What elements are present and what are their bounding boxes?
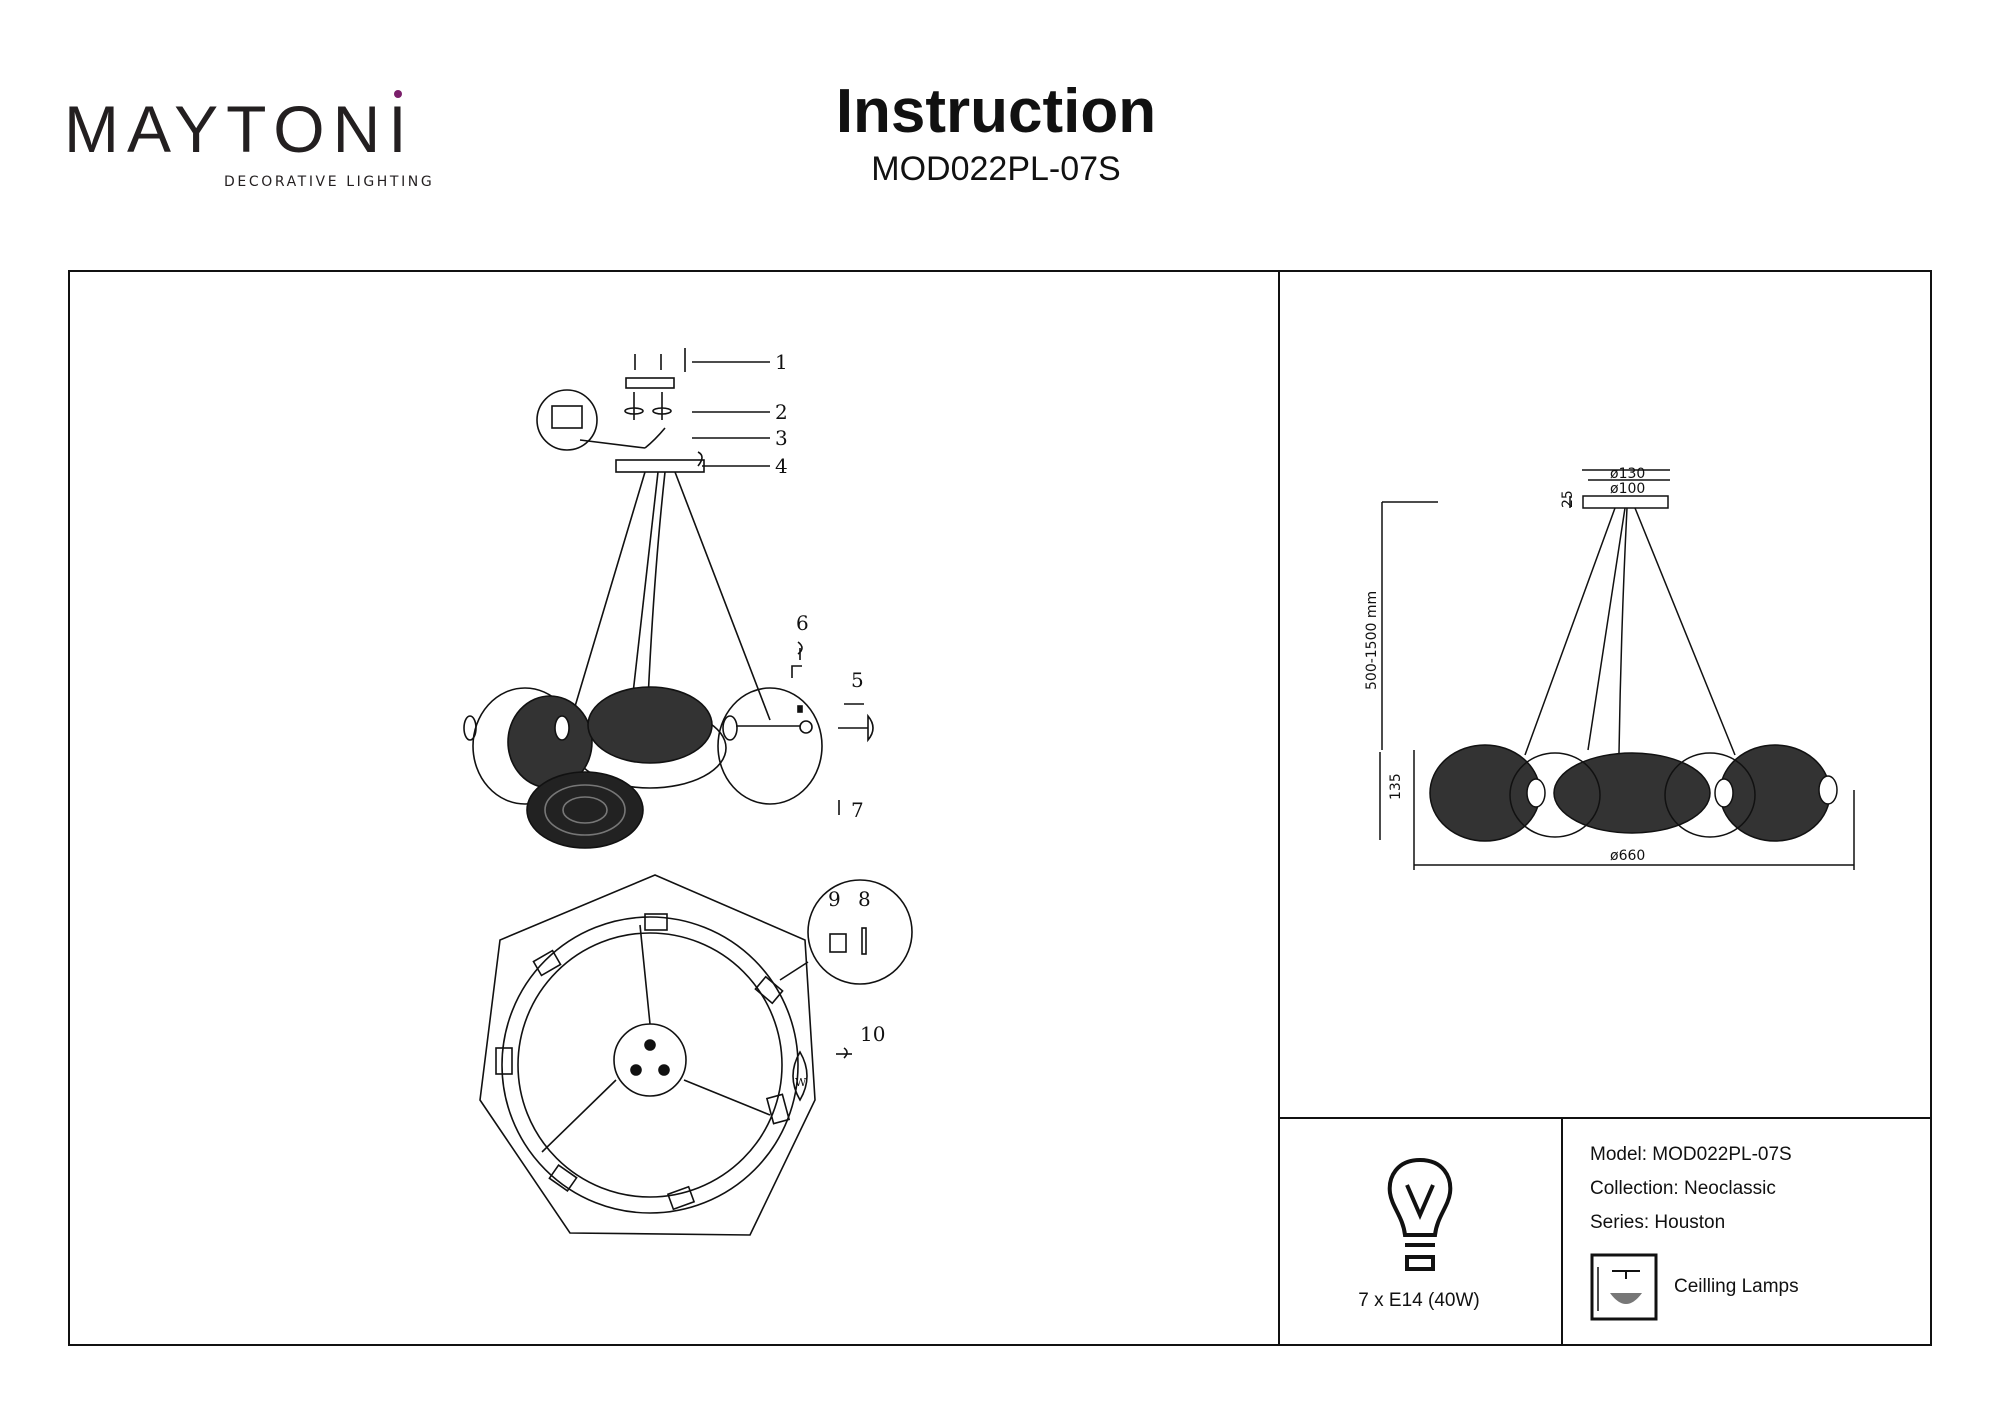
spec-collection: Collection: Neoclassic <box>1590 1178 1776 1199</box>
dim-body-diameter: ø660 <box>1610 848 1645 864</box>
part-label-8: 8 <box>858 887 871 911</box>
part-label-9: 9 <box>828 887 841 911</box>
light-bulb-icon <box>1387 1157 1453 1271</box>
dim-canopy-inner: ø100 <box>1610 481 1645 497</box>
page-header: Instruction MOD022PL-07S <box>0 77 2000 189</box>
dim-canopy-height: 25 <box>1560 490 1576 508</box>
spec-series: Series: Houston <box>1590 1212 1726 1233</box>
bulb-wattage-mark: W <box>795 1076 807 1089</box>
spec-divider-vertical <box>1561 1117 1563 1346</box>
part-label-5: 5 <box>851 668 864 692</box>
detail-inset <box>779 879 913 985</box>
frame-divider-vertical <box>1278 270 1280 1346</box>
part-label-1: 1 <box>775 350 788 374</box>
mounting-bracket-icon <box>625 377 770 413</box>
bulb-part-icon <box>792 1047 852 1102</box>
brand-logo: MAYTONI DECORATIVE LIGHTING <box>64 96 434 190</box>
bulb-spec-text: 7 x E14 (40W) <box>1358 1290 1480 1311</box>
canopy-icon <box>615 451 770 473</box>
bottom-view-diagram <box>479 874 816 1236</box>
lamp-body <box>463 686 823 805</box>
shade-part-icon <box>526 771 840 849</box>
brand-tagline: DECORATIVE LIGHTING <box>224 174 435 190</box>
screw-icon <box>634 348 770 372</box>
bolt-icon <box>624 392 672 420</box>
part-label-2: 2 <box>775 400 788 424</box>
dim-body-height: 135 <box>1388 773 1404 800</box>
ceiling-lamp-icon <box>1590 1253 1658 1321</box>
logo-accent-dot <box>394 90 402 98</box>
assembly-diagram: 1 2 3 4 5 6 7 8 9 10 W <box>463 348 913 1236</box>
part-label-3: 3 <box>775 426 788 450</box>
part-label-6: 6 <box>796 611 809 635</box>
page-title: Instruction <box>835 77 1157 146</box>
dimension-drawing: ø130 ø100 25 500-1500 mm 135 ø660 <box>1364 466 1855 870</box>
finial-part-icon <box>838 703 874 743</box>
dim-hanging-length: 500-1500 mm <box>1364 591 1380 690</box>
bulb-holder-part-icon <box>791 641 803 713</box>
brand-name: MAYTONI <box>64 92 415 166</box>
instruction-frame <box>68 270 1932 1346</box>
part-label-4: 4 <box>775 454 788 478</box>
page-model-code: MOD022PL-07S <box>871 150 1121 189</box>
dim-canopy-outer: ø130 <box>1610 466 1645 482</box>
part-label-10: 10 <box>860 1022 885 1046</box>
category-label: Ceilling Lamps <box>1674 1276 1799 1297</box>
part-label-7: 7 <box>851 798 864 822</box>
frame-divider-horizontal <box>1278 1117 1932 1119</box>
spec-model: Model: MOD022PL-07S <box>1590 1144 1792 1165</box>
terminal-block-icon <box>536 389 770 451</box>
